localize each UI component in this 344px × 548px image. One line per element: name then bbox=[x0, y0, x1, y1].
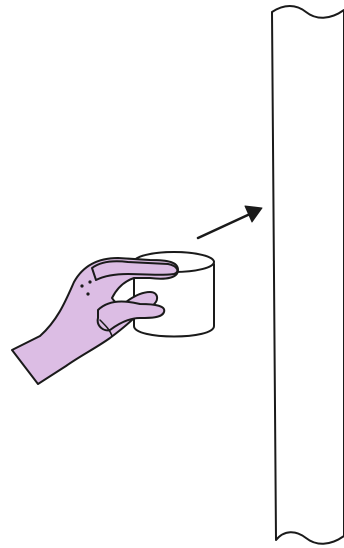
knuckle-mark bbox=[88, 280, 92, 284]
knuckle-mark bbox=[80, 284, 84, 288]
hand-finger-top bbox=[91, 260, 179, 281]
hand-crease bbox=[99, 319, 113, 337]
knuckle-mark bbox=[86, 292, 90, 296]
arrow-head bbox=[244, 205, 263, 223]
vertical-surface bbox=[271, 5, 344, 545]
gloved-hand bbox=[11, 257, 179, 385]
arrow-shaft bbox=[196, 212, 252, 240]
arrow-right-up bbox=[196, 205, 263, 240]
hand-thumb bbox=[96, 300, 166, 332]
surface-outline bbox=[271, 5, 344, 545]
